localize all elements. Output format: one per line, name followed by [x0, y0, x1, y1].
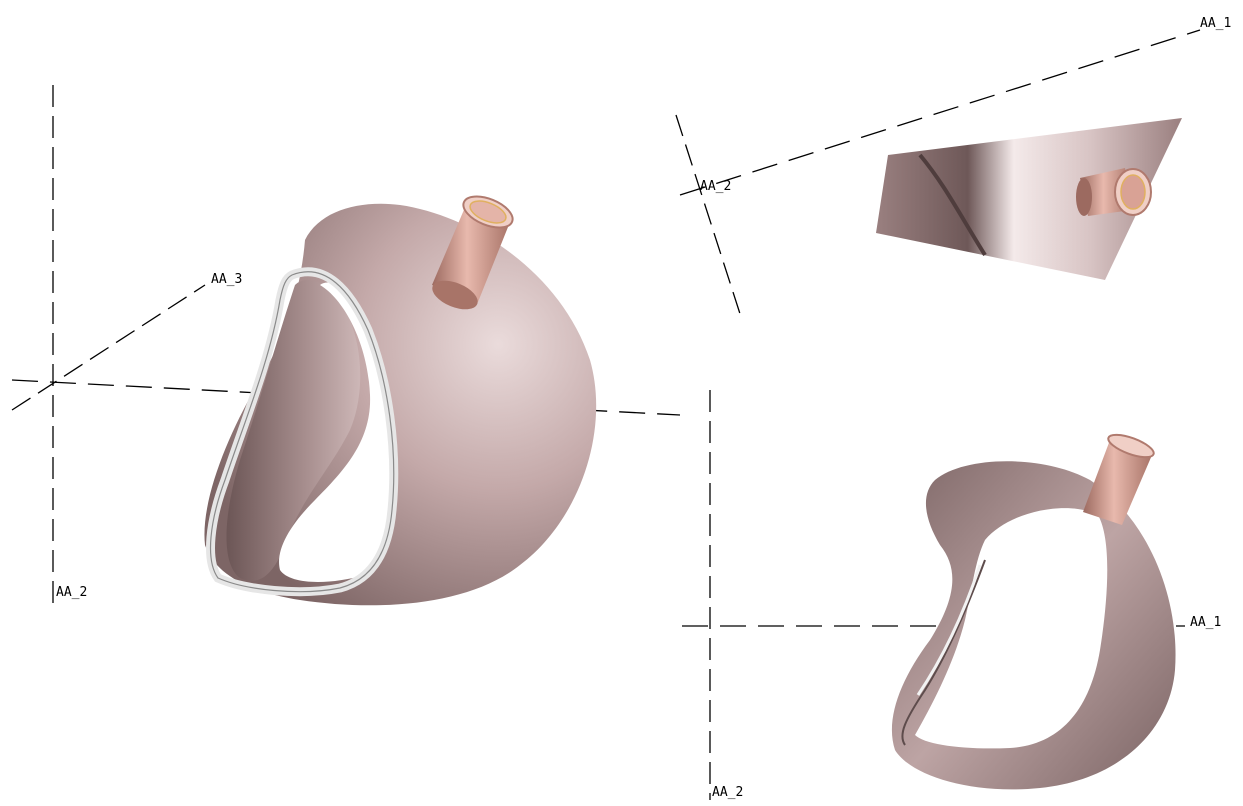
housing-rim-highlight — [916, 564, 982, 696]
axis-line-long-diagonal — [679, 29, 1201, 196]
bottom-right-view: AA_1 AA_2 — [682, 390, 1221, 800]
inlet-pipe — [432, 195, 514, 310]
axis-label-aa2: AA_2 — [700, 179, 731, 194]
side-pipe — [1076, 168, 1152, 216]
outlet-pipe — [1083, 433, 1155, 525]
housing-rim — [901, 559, 986, 746]
housing-rim-edge — [209, 271, 395, 593]
axis-line-diagonal — [11, 284, 206, 411]
axis-label-aa3: AA_3 — [211, 272, 242, 287]
housing-opening — [915, 508, 1108, 749]
axis-line-steep — [675, 114, 743, 321]
housing-inner-wall — [226, 280, 361, 581]
sectioned-housing-slice — [876, 118, 1182, 280]
slice-shadow-curve — [918, 153, 987, 257]
axis-label-aa1: AA_1 — [1190, 615, 1221, 630]
left-view: AA_3 AA_2 — [11, 85, 681, 606]
axis-label-aa2: AA_2 — [712, 785, 743, 800]
housing-opening — [279, 282, 393, 582]
axis-label-aa2: AA_2 — [56, 585, 87, 600]
top-right-view: AA_1 AA_2 — [675, 16, 1231, 321]
axis-label-aa1: AA_1 — [1200, 16, 1231, 31]
